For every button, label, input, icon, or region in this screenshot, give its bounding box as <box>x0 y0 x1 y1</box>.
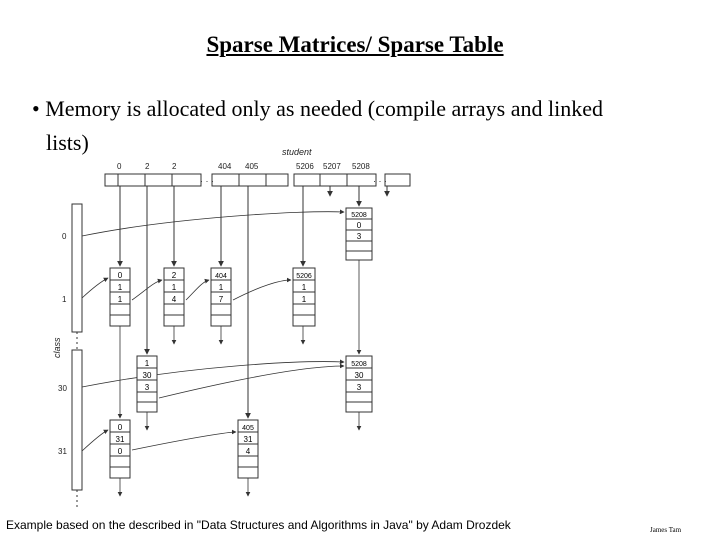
class-index-30: 30 <box>58 384 67 393</box>
node-value: 3 <box>357 383 362 392</box>
node-value: 30 <box>143 371 152 380</box>
node-value: 1 <box>118 295 123 304</box>
node-value: 404 <box>215 273 227 280</box>
node-1-30: 1 30 3 <box>136 355 158 413</box>
student-ellipsis-2: · · · <box>373 176 387 186</box>
student-index-7: 5208 <box>352 162 370 171</box>
node-5208-0: 5208 0 3 <box>345 207 373 261</box>
node-2-1: 2 1 4 <box>163 267 185 327</box>
student-pointer-stubs <box>327 186 390 197</box>
student-index-4: 405 <box>245 162 259 171</box>
student-index-5: 5206 <box>296 162 314 171</box>
student-index-2: 2 <box>172 162 177 171</box>
class-label: class <box>52 337 62 358</box>
node-value: 5208 <box>351 361 367 368</box>
node-value: 3 <box>357 232 362 241</box>
node-value: 1 <box>172 283 177 292</box>
class-index-1: 1 <box>62 295 67 304</box>
student-array <box>104 173 411 187</box>
node-value: 0 <box>118 447 123 456</box>
student-ellipsis-1: · · · <box>200 176 214 186</box>
class-index-labels: 0 1 30 31 <box>58 232 67 456</box>
bullet-text-line1: Memory is allocated only as needed (comp… <box>45 96 603 121</box>
student-index-3: 404 <box>218 162 232 171</box>
node-value: 5208 <box>351 212 367 219</box>
node-0-31: 0 31 0 <box>109 419 131 479</box>
node-value: 1 <box>219 283 224 292</box>
sparse-table-diagram: student 0 2 2 404 405 5206 5207 5208 · ·… <box>52 147 411 508</box>
node-5206-1: 5206 1 1 <box>292 267 316 327</box>
class-index-31: 31 <box>58 447 67 456</box>
student-index-labels: 0 2 2 404 405 5206 5207 5208 <box>117 162 370 171</box>
node-value: 7 <box>219 295 224 304</box>
node-value: 4 <box>172 295 177 304</box>
node-value: 0 <box>118 271 123 280</box>
student-pointers <box>117 186 362 419</box>
node-value: 1 <box>145 359 150 368</box>
node-value: 31 <box>244 435 253 444</box>
node-value: 4 <box>246 447 251 456</box>
student-index-6: 5207 <box>323 162 341 171</box>
row-links <box>131 277 345 451</box>
bullet-text-line2: lists) <box>46 130 89 155</box>
node-value: 2 <box>172 271 177 280</box>
node-value: 31 <box>116 435 125 444</box>
node-value: 1 <box>118 283 123 292</box>
student-index-0: 0 <box>117 162 122 171</box>
student-label: student <box>282 147 312 157</box>
bullet-marker: • <box>32 96 40 121</box>
node-value: 0 <box>118 423 123 432</box>
node-value: 5206 <box>296 273 312 280</box>
class-pointers <box>81 209 345 452</box>
node-404-1: 404 1 7 <box>210 267 232 327</box>
node-value: 30 <box>355 371 364 380</box>
bullet-point: • Memory is allocated only as needed (co… <box>32 92 692 160</box>
continuation-arrows <box>117 260 362 497</box>
author-credit: James Tam <box>650 526 682 534</box>
node-value: 1 <box>302 283 307 292</box>
student-index-1: 2 <box>145 162 150 171</box>
class-index-0: 0 <box>62 232 67 241</box>
node-405-31: 405 31 4 <box>237 419 259 479</box>
source-caption: Example based on the described in "Data … <box>6 518 511 532</box>
node-5208-30: 5208 30 3 <box>345 355 373 413</box>
node-value: 1 <box>302 295 307 304</box>
node-value: 3 <box>145 383 150 392</box>
node-value: 405 <box>242 425 254 432</box>
slide-title: Sparse Matrices/ Sparse Table <box>206 32 504 57</box>
node-0-1: 0 1 1 <box>109 267 131 327</box>
node-value: 0 <box>357 221 362 230</box>
